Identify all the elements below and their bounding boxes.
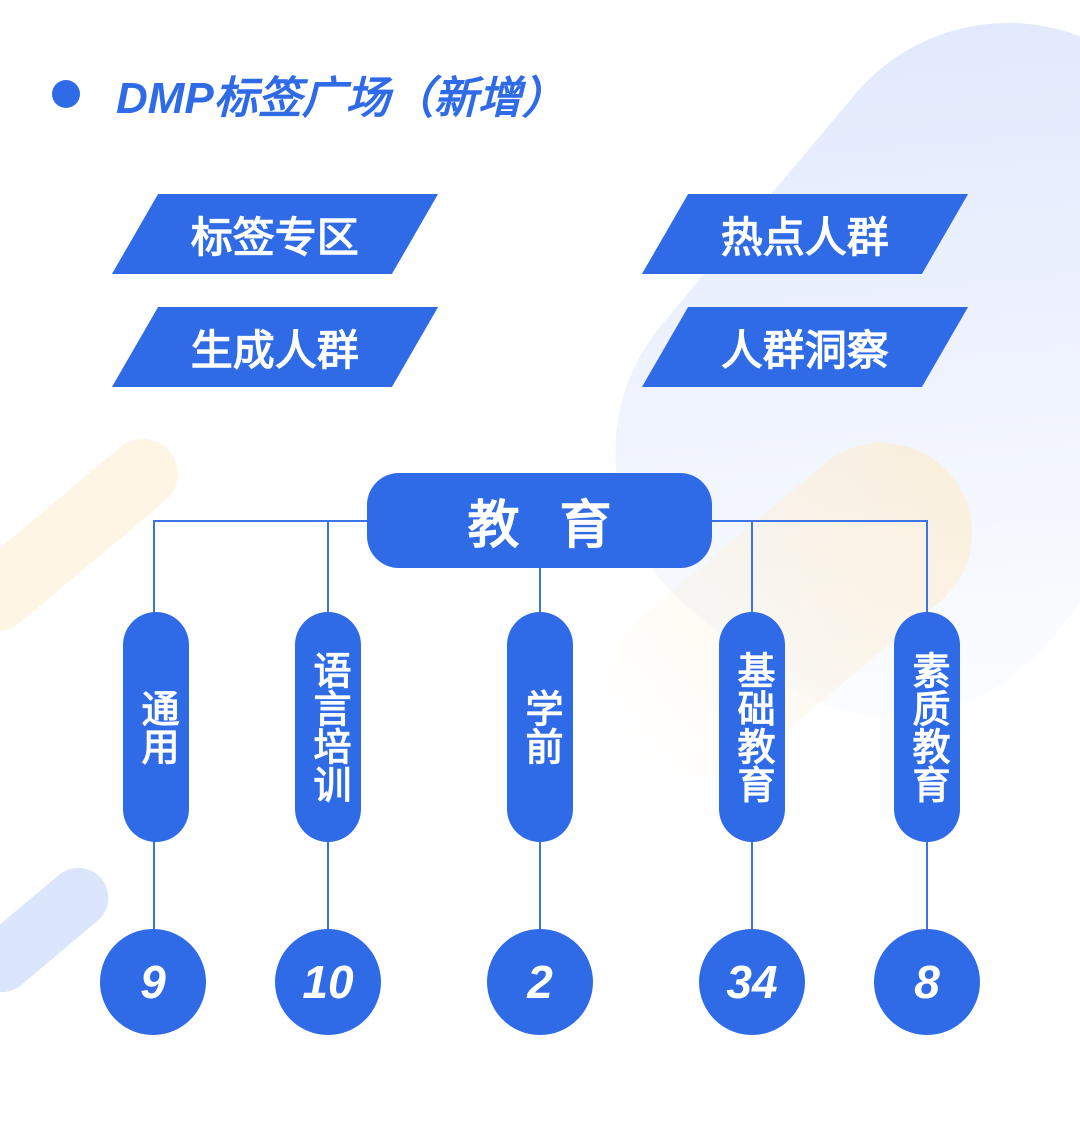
- button-label: 标签专区: [190, 213, 359, 261]
- category-node: 通用: [123, 612, 189, 842]
- tag-zone-button[interactable]: 标签专区: [111, 194, 439, 274]
- root-node: 教育: [367, 473, 712, 568]
- page-title: DMP标签广场（新增）: [52, 62, 566, 126]
- count-badge: 8: [874, 929, 980, 1035]
- count-badge: 34: [699, 929, 805, 1035]
- category-node: 语言培训: [295, 612, 361, 842]
- category-node: 基础教育: [719, 612, 785, 842]
- hot-audience-button[interactable]: 热点人群: [641, 194, 969, 274]
- button-label: 人群洞察: [720, 326, 889, 374]
- count-badge: 10: [275, 929, 381, 1035]
- audience-insight-button[interactable]: 人群洞察: [641, 307, 969, 387]
- generate-audience-button[interactable]: 生成人群: [111, 307, 439, 387]
- count-badge: 2: [487, 929, 593, 1035]
- button-label: 热点人群: [720, 213, 889, 261]
- bullet-icon: [52, 80, 80, 108]
- count-badge: 9: [100, 929, 206, 1035]
- title-text: DMP标签广场（新增）: [116, 74, 566, 123]
- category-node: 学前: [507, 612, 573, 842]
- button-label: 生成人群: [190, 326, 359, 374]
- category-node: 素质教育: [894, 612, 960, 842]
